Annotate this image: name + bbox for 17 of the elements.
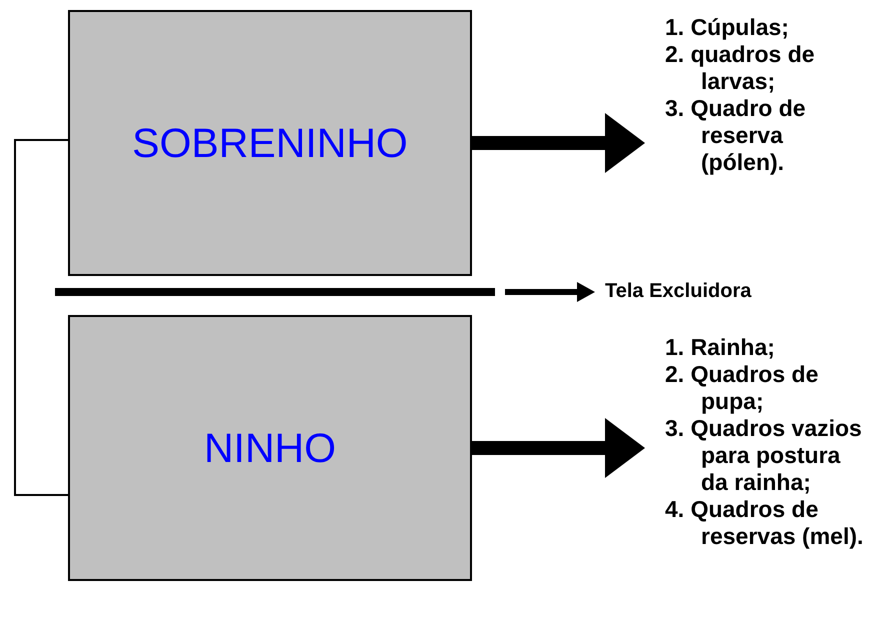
list-item: 4. Quadros de reservas (mel). [665, 496, 864, 550]
arrow [505, 282, 595, 302]
list-item: 3. Quadro de reserva (pólen). [665, 95, 807, 176]
list-item: 1. Cúpulas; [665, 14, 790, 41]
list-item: 2. Quadros de pupa; [665, 361, 820, 415]
hive-box [68, 315, 472, 581]
list-item: 2. quadros de larvas; [665, 41, 816, 95]
arrow [472, 418, 645, 478]
label-text: Tela Excluidora [605, 280, 752, 302]
list-item: 1. Rainha; [665, 334, 776, 361]
arrow [472, 113, 645, 173]
connector-line [14, 139, 68, 496]
hive-box [68, 10, 472, 276]
box-title: SOBRENINHO [132, 120, 408, 166]
screen-bar [55, 288, 495, 296]
list-item: 3. Quadros vazios para postura da rainha; [665, 415, 863, 496]
box-title: NINHO [204, 424, 336, 472]
